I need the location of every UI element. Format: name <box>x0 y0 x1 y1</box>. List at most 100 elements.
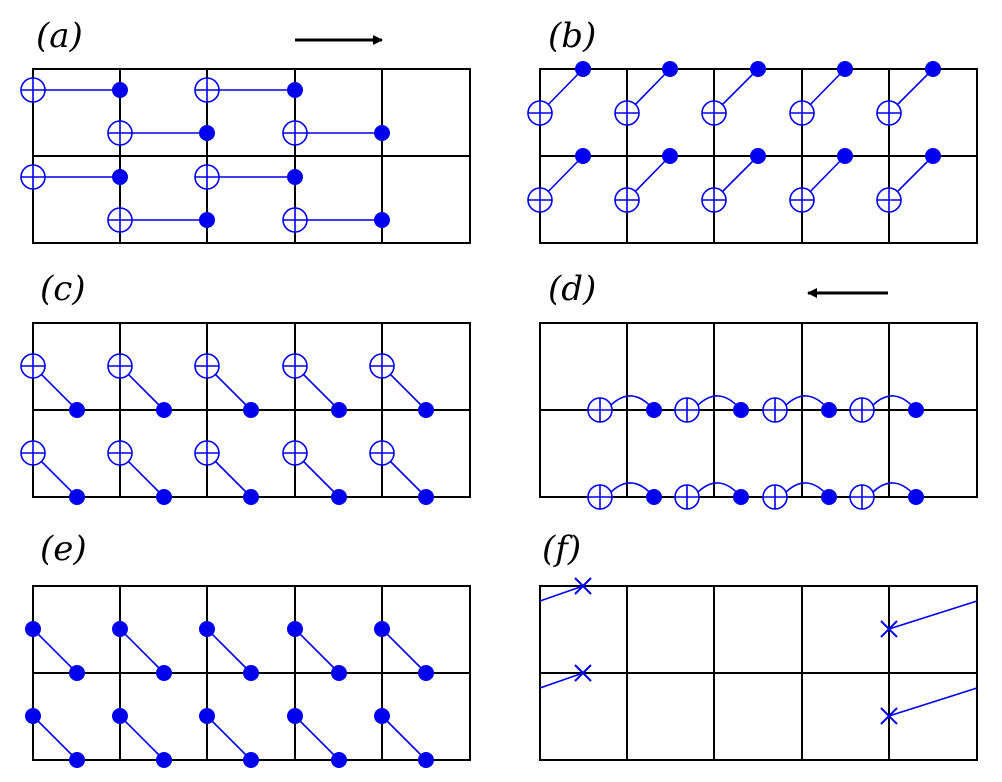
control-icon <box>199 708 215 724</box>
lattice-grid <box>32 68 471 244</box>
gate-layer <box>20 77 390 233</box>
control-icon <box>821 402 837 418</box>
panel-label: (b) <box>548 16 596 56</box>
panel-f: (f) <box>539 529 978 761</box>
target-icon <box>701 187 727 213</box>
gate-layer <box>20 353 434 505</box>
control-icon <box>243 665 259 681</box>
cross-icon <box>880 707 898 725</box>
control-icon <box>646 402 662 418</box>
cz-gate <box>374 708 434 768</box>
control-icon <box>821 489 837 505</box>
cnot-gate <box>849 482 924 510</box>
cnot-gate <box>587 395 662 423</box>
control-icon <box>331 752 347 768</box>
control-icon <box>662 148 678 164</box>
cnot-gate <box>527 148 591 213</box>
target-icon <box>614 100 640 126</box>
panel-c: (c) <box>20 269 471 505</box>
boundary-link <box>880 687 978 725</box>
control-icon <box>287 169 303 185</box>
target-icon <box>282 120 308 146</box>
target-icon <box>107 207 133 233</box>
cnot-gate <box>849 395 924 423</box>
target-icon <box>282 353 308 379</box>
target-icon <box>20 164 46 190</box>
target-icon <box>876 100 902 126</box>
panel-label: (d) <box>548 269 596 309</box>
panel-label: (f) <box>542 529 581 569</box>
control-icon <box>418 665 434 681</box>
cnot-gate <box>282 207 390 233</box>
control-icon <box>908 489 924 505</box>
panel-e: (e) <box>25 529 471 768</box>
control-icon <box>925 61 941 77</box>
control-icon <box>243 489 259 505</box>
control-icon <box>374 708 390 724</box>
boundary-link <box>539 577 592 602</box>
cnot-gate <box>674 482 749 510</box>
cz-gate <box>25 708 85 768</box>
control-icon <box>331 665 347 681</box>
lattice-grid <box>539 585 978 761</box>
control-icon <box>287 82 303 98</box>
target-icon <box>876 187 902 213</box>
cnot-gate <box>369 440 434 505</box>
cnot-gate <box>194 440 259 505</box>
control-icon <box>418 489 434 505</box>
boundary-link <box>880 600 978 638</box>
target-icon <box>20 353 46 379</box>
cz-gate <box>25 621 85 681</box>
cz-gate <box>287 621 347 681</box>
cz-gate <box>199 708 259 768</box>
cnot-gate <box>20 353 85 418</box>
cnot-gate <box>107 207 215 233</box>
target-icon <box>527 100 553 126</box>
gate-layer <box>587 395 924 510</box>
control-icon <box>156 489 172 505</box>
control-icon <box>199 212 215 228</box>
target-icon <box>369 353 395 379</box>
target-icon <box>587 397 613 423</box>
control-icon <box>112 621 128 637</box>
control-icon <box>750 61 766 77</box>
cross-icon <box>574 664 592 682</box>
control-icon <box>418 752 434 768</box>
control-icon <box>287 708 303 724</box>
target-icon <box>527 187 553 213</box>
target-icon <box>282 207 308 233</box>
control-icon <box>750 148 766 164</box>
target-icon <box>194 164 220 190</box>
cnot-gate <box>701 61 766 126</box>
cnot-gate <box>20 440 85 505</box>
control-icon <box>418 402 434 418</box>
target-icon <box>107 440 133 466</box>
cnot-gate <box>282 120 390 146</box>
cnot-gate <box>789 148 853 213</box>
lattice-grid <box>539 322 978 498</box>
target-icon <box>849 484 875 510</box>
gate-layer <box>527 61 941 213</box>
cnot-gate <box>282 353 347 418</box>
control-icon <box>908 402 924 418</box>
cnot-gate <box>674 395 749 423</box>
panel-label: (e) <box>40 529 87 569</box>
cnot-gate <box>194 164 303 190</box>
target-icon <box>20 440 46 466</box>
cnot-gate <box>762 482 837 510</box>
cnot-gate <box>369 353 434 418</box>
panel-a: (a) <box>20 16 471 244</box>
control-icon <box>374 212 390 228</box>
cnot-gate <box>527 61 591 126</box>
control-icon <box>156 665 172 681</box>
control-icon <box>69 402 85 418</box>
control-icon <box>69 665 85 681</box>
control-icon <box>243 402 259 418</box>
control-icon <box>837 148 853 164</box>
target-icon <box>674 484 700 510</box>
target-icon <box>674 397 700 423</box>
cnot-gate <box>614 61 678 126</box>
panel-label: (c) <box>40 269 86 309</box>
cnot-gate <box>701 148 766 213</box>
